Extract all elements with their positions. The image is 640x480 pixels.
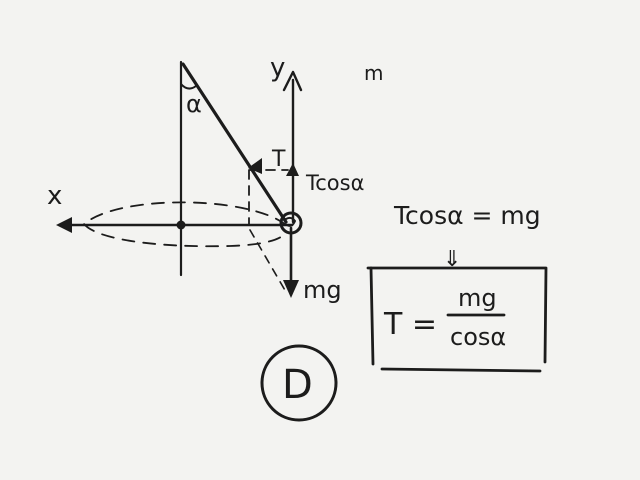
circular-path-dashed: [83, 201, 287, 248]
weight-label: mg: [303, 276, 342, 304]
result-numerator: mg: [458, 284, 497, 312]
tension-vertical-label: Tcosα: [305, 171, 364, 195]
y-axis-arrowhead: [282, 70, 303, 92]
y-axis-label: y: [270, 53, 285, 83]
answer-box-top-right: [366, 266, 548, 364]
weight-arrowhead: [283, 280, 299, 298]
result-denominator: cosα: [450, 323, 506, 351]
angle-arc: [180, 83, 197, 90]
answer-box-left: [369, 266, 375, 366]
answer-box-bottom: [380, 367, 542, 373]
implies-arrow: ⇓: [443, 247, 461, 272]
answer-circle: [260, 344, 338, 422]
pendulum-bob: [279, 211, 303, 235]
balance-equation: Tcosα = mg: [393, 201, 541, 230]
orbit-center-dot: [176, 220, 186, 230]
angle-label: α: [186, 90, 202, 118]
mass-label: m: [364, 61, 383, 85]
x-axis-arrowhead: [56, 217, 72, 233]
x-axis-label: x: [47, 181, 62, 211]
result-lhs: T =: [383, 307, 437, 342]
answer-letter: D: [282, 362, 313, 408]
projection-dashed-diagonal: [249, 229, 287, 293]
pendulum-bob-mark: [285, 216, 296, 227]
tension-vertical-arrowhead: [286, 163, 299, 176]
pendulum-string: [181, 62, 288, 224]
tension-label: T: [271, 147, 286, 172]
